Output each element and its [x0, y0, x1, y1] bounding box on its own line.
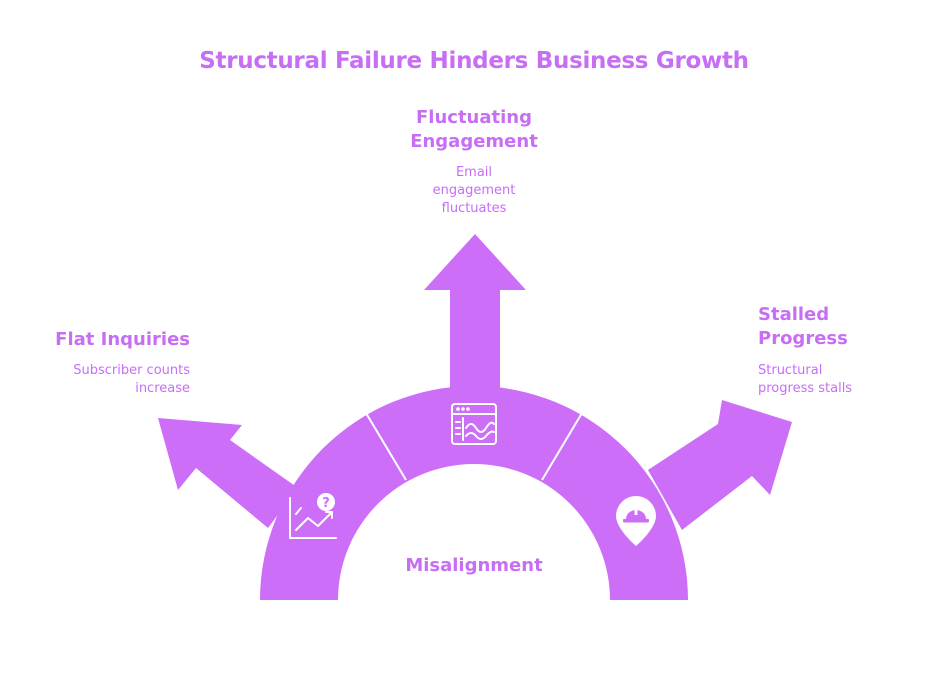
right-description-line: Structural [758, 363, 823, 378]
chart-question-icon: ? [289, 493, 337, 539]
diagram-title: Structural Failure Hinders Business Grow… [199, 48, 749, 74]
center-label: Misalignment [405, 555, 543, 576]
top-description-line: engagement [432, 183, 516, 198]
right-description-line: progress stalls [758, 381, 853, 396]
left-description-line: Subscriber counts [73, 363, 190, 378]
dashboard-waves-icon [451, 403, 497, 445]
right-heading-line: Progress [758, 328, 848, 349]
right-description: Structural progress stalls [758, 362, 918, 398]
top-heading: Fluctuating Engagement [374, 106, 574, 154]
arch [260, 386, 688, 600]
top-arrow [424, 234, 526, 388]
left-arrow [158, 418, 298, 528]
right-arrow [648, 400, 792, 530]
top-heading-line: Fluctuating [416, 107, 532, 128]
left-description: Subscriber counts increase [40, 362, 190, 398]
svg-text:?: ? [322, 496, 330, 511]
arch-divider-right [541, 412, 583, 481]
top-heading-line: Engagement [410, 131, 538, 152]
arch-divider-left [365, 412, 407, 481]
hardhat-pin-icon [616, 496, 656, 546]
top-description-line: Email [455, 165, 493, 180]
left-heading: Flat Inquiries [55, 329, 190, 350]
top-description: Email engagement fluctuates [374, 164, 574, 218]
left-description-line: increase [135, 381, 190, 396]
top-description-line: fluctuates [441, 201, 507, 216]
right-heading: Stalled Progress [758, 303, 918, 351]
right-heading-line: Stalled [758, 304, 830, 325]
